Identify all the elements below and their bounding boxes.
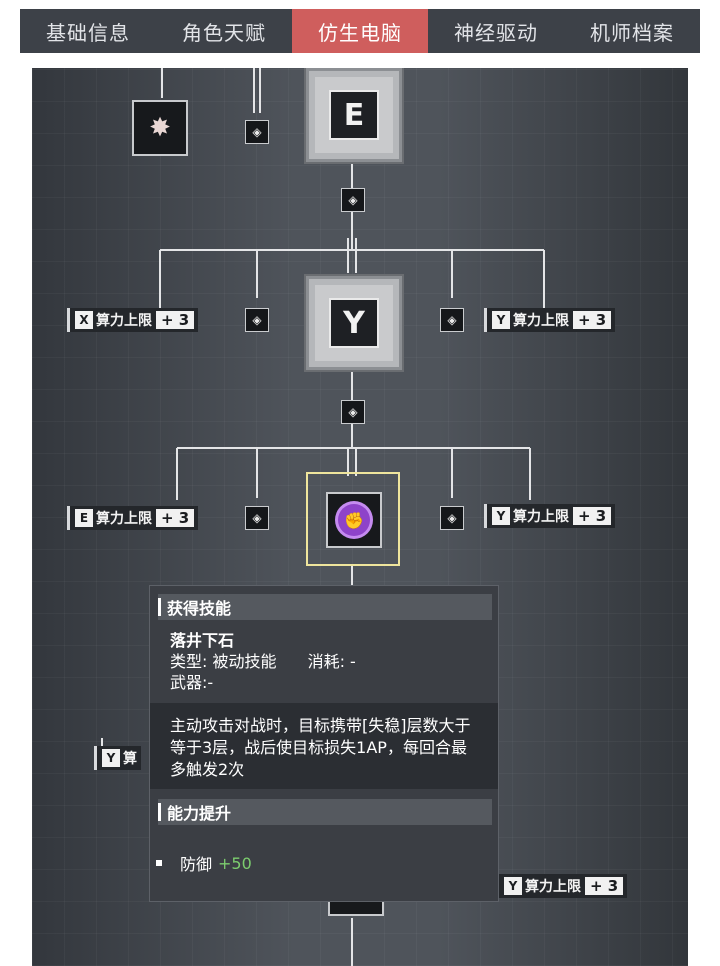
link-diamond-icon: ◈ bbox=[440, 308, 464, 332]
core-chip-top[interactable]: E bbox=[306, 68, 402, 162]
chip-y-icon: Y bbox=[492, 311, 510, 329]
selected-frame bbox=[306, 472, 400, 566]
core-chip-middle[interactable]: Y bbox=[306, 276, 402, 370]
stat-chip-compute-limit[interactable]: E 算力上限 + 3 bbox=[67, 506, 199, 530]
tab-character-talent[interactable]: 角色天赋 bbox=[182, 20, 266, 45]
bonus-name: 防御 bbox=[180, 855, 213, 874]
section-title-ability-boost: 能力提升 bbox=[158, 799, 492, 825]
chip-y-icon: Y bbox=[492, 507, 510, 525]
skill-type: 类型: 被动技能 bbox=[170, 652, 277, 671]
skill-type-row: 类型: 被动技能 消耗: - bbox=[170, 651, 478, 672]
tab-basic-info[interactable]: 基础信息 bbox=[46, 20, 130, 45]
bonus-row: 防御 +50 bbox=[156, 851, 498, 875]
connection-lines bbox=[101, 68, 545, 966]
link-diamond-icon: ◈ bbox=[245, 120, 269, 144]
skill-weapon: 武器:- bbox=[170, 673, 214, 692]
core-glyph: Y bbox=[329, 298, 379, 348]
skill-tooltip: 获得技能 落井下石 类型: 被动技能 消耗: - 武器:- 主动攻击对战时，目标… bbox=[149, 585, 499, 902]
skill-name: 落井下石 bbox=[170, 631, 235, 650]
stat-chip-compute-limit[interactable]: Y 算 bbox=[94, 746, 141, 770]
skill-description: 主动攻击对战时，目标携带[失稳]层数大于等于3层，战后使目标损失1AP，每回合最… bbox=[150, 703, 498, 789]
stat-chip-compute-limit[interactable]: Y 算力上限 + 3 bbox=[496, 874, 628, 898]
tab-bionic-computer[interactable]: 仿生电脑 bbox=[292, 9, 428, 53]
skill-meta: 落井下石 类型: 被动技能 消耗: - 武器:- bbox=[150, 620, 498, 693]
stat-chip-compute-limit[interactable]: Y 算力上限 + 3 bbox=[484, 504, 616, 528]
link-diamond-icon: ◈ bbox=[245, 308, 269, 332]
shattered-mech-icon: ✸ bbox=[149, 113, 171, 143]
core-glyph: E bbox=[329, 90, 379, 140]
tab-bar: 基础信息 角色天赋 仿生电脑 神经驱动 机师档案 bbox=[20, 9, 700, 53]
skill-node-selected[interactable]: ✊ bbox=[326, 492, 382, 548]
chip-x-icon: X bbox=[75, 311, 93, 329]
tab-neural-drive[interactable]: 神经驱动 bbox=[454, 20, 538, 45]
stat-chip-compute-limit[interactable]: Y 算力上限 + 3 bbox=[484, 308, 616, 332]
bonus-value: +50 bbox=[218, 853, 252, 873]
skill-node-top-left[interactable]: ✸ bbox=[132, 100, 188, 156]
skill-cost: 消耗: - bbox=[307, 652, 356, 671]
tab-pilot-profile[interactable]: 机师档案 bbox=[590, 20, 674, 45]
link-diamond-icon: ◈ bbox=[341, 400, 365, 424]
link-diamond-icon: ◈ bbox=[440, 506, 464, 530]
chip-e-icon: E bbox=[75, 509, 93, 527]
skill-tree-board: ✸ ◈ E ◈ X 算力上限 + 3 ◈ Y ◈ Y 算力上限 + 3 ◈ E … bbox=[32, 68, 688, 966]
bullet-icon bbox=[156, 860, 162, 866]
link-diamond-icon: ◈ bbox=[341, 188, 365, 212]
purple-skill-icon: ✊ bbox=[338, 504, 370, 536]
chip-y-icon: Y bbox=[102, 749, 120, 767]
chip-y-icon: Y bbox=[504, 877, 522, 895]
link-diamond-icon: ◈ bbox=[245, 506, 269, 530]
section-title-acquired-skill: 获得技能 bbox=[158, 594, 492, 620]
stat-chip-compute-limit[interactable]: X 算力上限 + 3 bbox=[67, 308, 199, 332]
